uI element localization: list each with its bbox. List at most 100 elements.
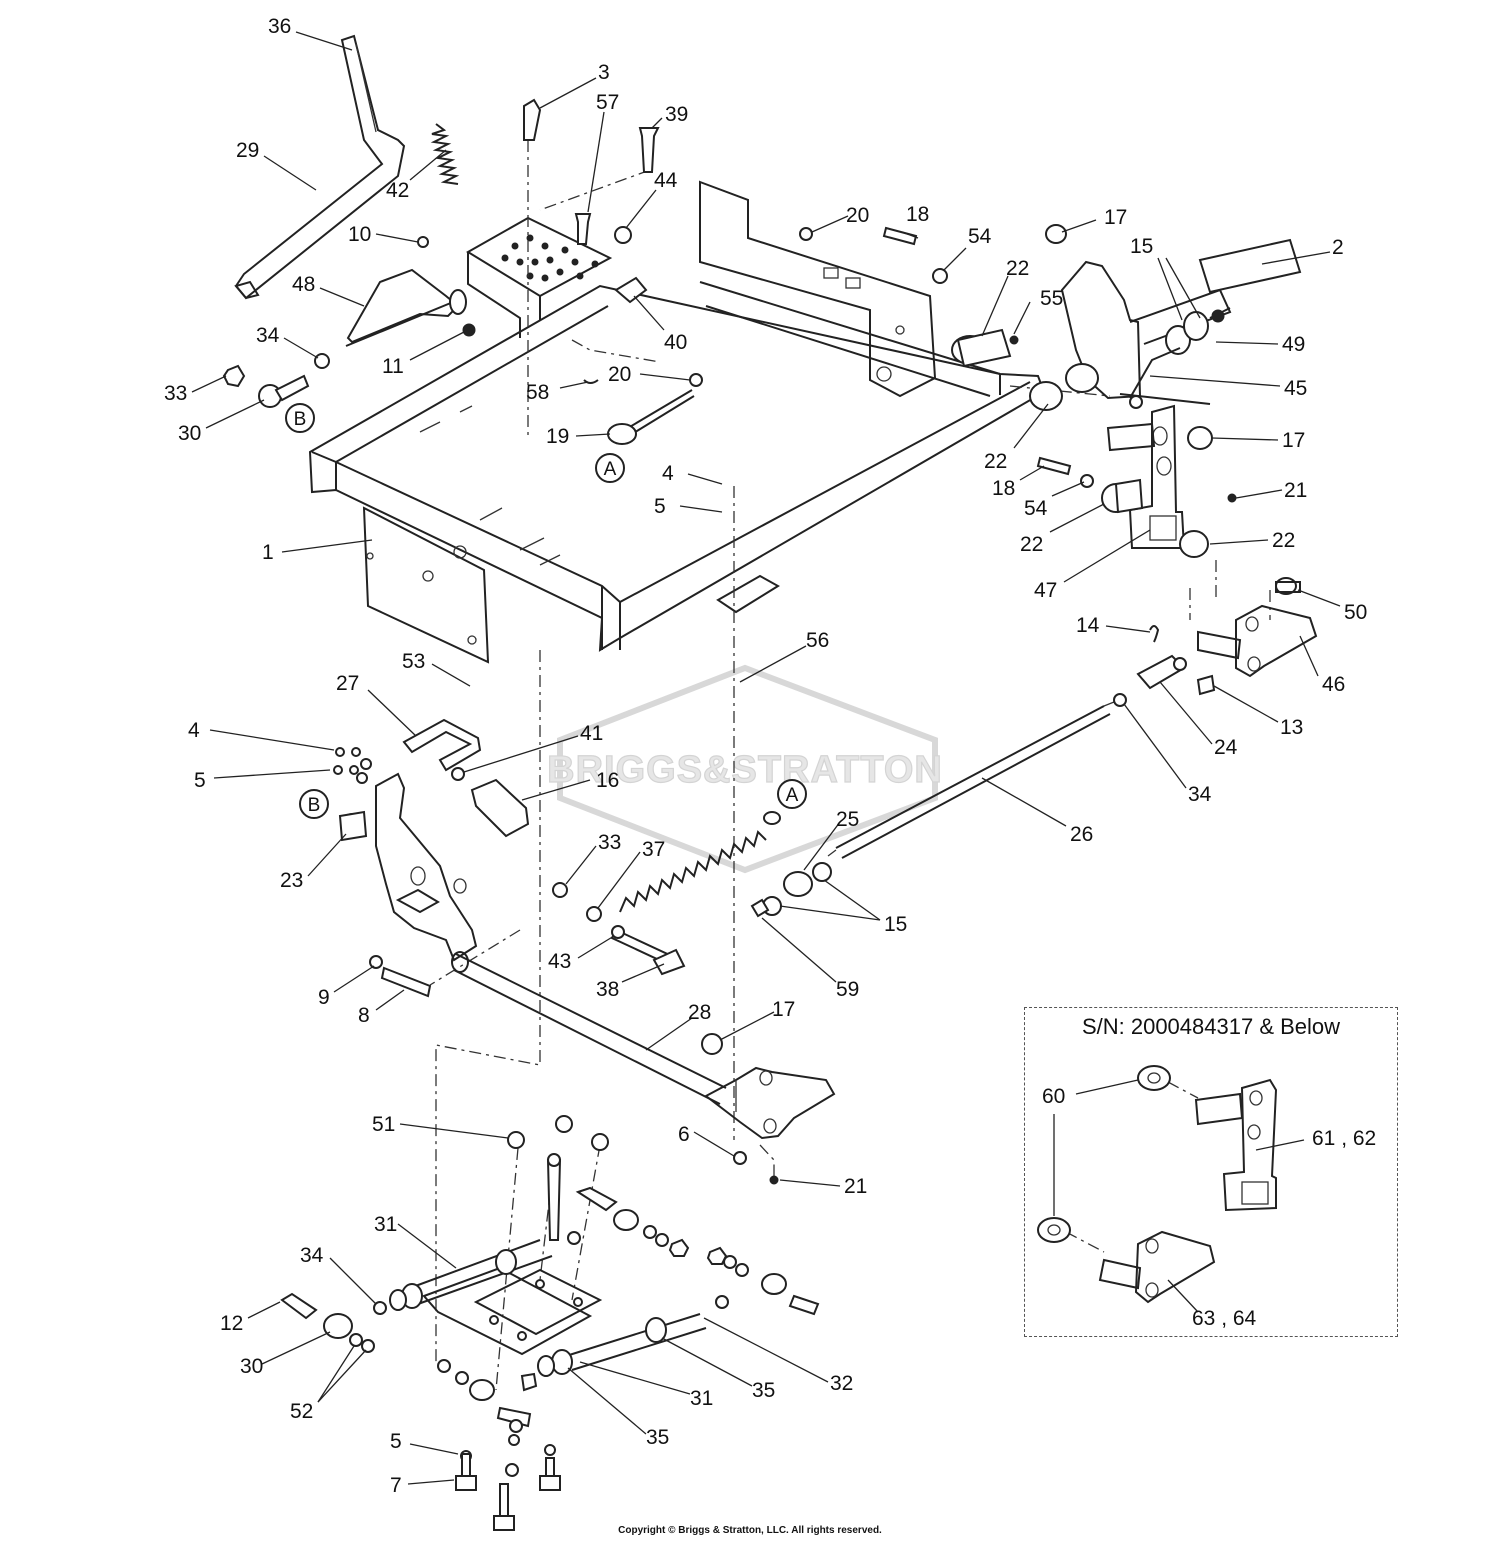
callout: 58 (526, 381, 549, 404)
assembly-lines (429, 140, 1271, 1391)
callout: 28 (688, 1001, 711, 1024)
callout: 44 (654, 169, 678, 192)
callout: 21 (844, 1175, 867, 1198)
callout: 3 (598, 61, 610, 84)
reference-marker-a-upper: A (595, 453, 625, 483)
inset-parts (1037, 1065, 1278, 1304)
callout: 15 (1130, 235, 1153, 258)
callout: 40 (664, 331, 687, 354)
callout: 10 (348, 223, 371, 246)
watermark-text: BRIGGS&STRATTON (547, 749, 943, 791)
leader-lines (191, 31, 1341, 1485)
callout: 32 (830, 1372, 853, 1395)
callout: 52 (290, 1400, 313, 1423)
callout: 61 , 62 (1312, 1127, 1376, 1150)
callout: 18 (906, 203, 929, 226)
callout: 18 (992, 477, 1015, 500)
callout: 23 (280, 869, 303, 892)
callout: 33 (598, 831, 621, 854)
reference-marker-b-upper: B (285, 403, 315, 433)
callout: 19 (546, 425, 569, 448)
linkage-rod (750, 625, 1216, 918)
callout: 60 (1042, 1085, 1065, 1108)
callout: 26 (1070, 823, 1093, 846)
callout: 37 (642, 838, 665, 861)
callout: 45 (1284, 377, 1307, 400)
callout: 1 (262, 541, 274, 564)
callout: 36 (268, 15, 291, 38)
callout: 35 (646, 1426, 669, 1449)
callout: 56 (806, 629, 829, 652)
callout: 5 (194, 769, 206, 792)
callout: 16 (596, 769, 619, 792)
callout: 29 (236, 139, 259, 162)
serial-number-inset-box: S/N: 2000484317 & Below (1024, 1007, 1398, 1337)
callout: 30 (178, 422, 201, 445)
callout: 6 (678, 1123, 690, 1146)
svg-text:B: B (308, 795, 321, 816)
callout: 41 (580, 722, 603, 745)
callout: 49 (1282, 333, 1305, 356)
callout: 39 (665, 103, 688, 126)
callout: 54 (1024, 497, 1048, 520)
callout: 35 (752, 1379, 775, 1402)
callout-labels: 36 3 57 39 29 42 44 20 18 54 17 15 2 10 … (164, 15, 1376, 1497)
callout: 20 (608, 363, 631, 386)
callout: 33 (164, 382, 187, 405)
callout: 43 (548, 950, 571, 973)
callout: 22 (984, 450, 1007, 473)
callout: 46 (1322, 673, 1345, 696)
serial-number-title: S/N: 2000484317 & Below (1081, 1014, 1341, 1039)
callout: 17 (772, 998, 795, 1021)
callout: 13 (1280, 716, 1303, 739)
callout: 30 (240, 1355, 263, 1378)
callout: 42 (386, 179, 409, 202)
reference-marker-b-lower: B (299, 789, 329, 819)
callout: 27 (336, 672, 359, 695)
callout: 57 (596, 91, 619, 114)
callout: 34 (256, 324, 280, 347)
callout: 4 (662, 462, 674, 485)
callout: 38 (596, 978, 619, 1001)
callout: 53 (402, 650, 425, 673)
callout: 22 (1272, 529, 1295, 552)
callout: 17 (1104, 206, 1127, 229)
callout: 63 , 64 (1192, 1307, 1257, 1330)
callout: 34 (300, 1244, 324, 1267)
callout: 48 (292, 273, 315, 296)
callout: 9 (318, 986, 330, 1009)
callout: 55 (1040, 287, 1063, 310)
callout: 12 (220, 1312, 243, 1335)
callout: 51 (372, 1113, 395, 1136)
right-side-hardware (882, 224, 1318, 678)
callout: 22 (1020, 533, 1043, 556)
callout: 4 (188, 719, 200, 742)
callout: 8 (358, 1004, 370, 1027)
callout: 24 (1214, 736, 1238, 759)
cross-shaft (451, 951, 836, 1185)
callout: 7 (390, 1474, 402, 1497)
callout: 34 (1188, 783, 1212, 806)
callout: 25 (836, 808, 859, 831)
callout: 11 (382, 355, 404, 378)
bottom-assembly (280, 1115, 820, 1531)
callout: 21 (1284, 479, 1307, 502)
callout: 14 (1076, 614, 1100, 637)
callout: 47 (1034, 579, 1057, 602)
lever-assembly (222, 34, 813, 445)
main-frame (308, 180, 1046, 664)
callout: 31 (690, 1387, 713, 1410)
callout: 54 (968, 225, 992, 248)
callout: 5 (654, 495, 666, 518)
callout: 2 (1332, 236, 1344, 259)
svg-text:A: A (604, 459, 617, 480)
callout: 17 (1282, 429, 1305, 452)
callout: 59 (836, 978, 859, 1001)
callout: 50 (1344, 601, 1367, 624)
callout: 31 (374, 1213, 397, 1236)
brand-watermark: BRIGGS&STRATTON (547, 664, 943, 874)
svg-text:A: A (786, 785, 799, 806)
spring-and-bracket (333, 718, 781, 998)
callout: 15 (884, 913, 907, 936)
